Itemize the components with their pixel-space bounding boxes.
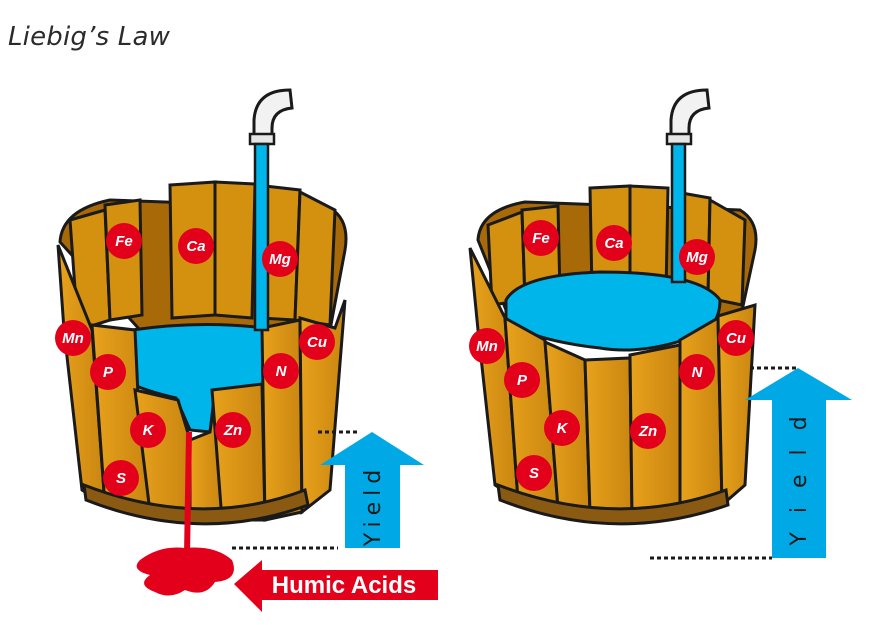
nutrient-label: Zn [223, 422, 242, 439]
nutrient-label: Mg [686, 249, 708, 266]
nutrient-label: N [692, 364, 704, 381]
nutrient-p-badge: P [90, 354, 126, 390]
nutrient-mn-badge: Mn [55, 320, 91, 356]
nutrient-label: S [116, 470, 126, 487]
humic-arrow-shape [234, 560, 438, 612]
right-nutrients: Fe Ca Mg Mn Cu P N K Zn S [469, 220, 754, 491]
nutrient-ca-badge: Ca [178, 228, 214, 264]
nutrient-fe-badge: Fe [106, 223, 142, 259]
right-yield-arrow-shape [745, 368, 852, 558]
nutrient-k-badge: K [130, 412, 166, 448]
humic-acids-arrow: Humic Acids [234, 560, 438, 612]
nutrient-cu-badge: Cu [299, 324, 335, 360]
right-pipe-nozzle [665, 132, 693, 146]
nutrient-zn-badge: Zn [630, 413, 666, 449]
nutrient-n-badge: N [679, 354, 715, 390]
nutrient-label: Ca [604, 235, 623, 252]
nutrient-mn-badge: Mn [469, 328, 505, 364]
page-title: Liebig’s Law [8, 22, 171, 52]
nutrient-mg-badge: Mg [679, 239, 715, 275]
right-barrel-hoop [496, 482, 730, 526]
nutrient-ca-badge: Ca [596, 225, 632, 261]
right-yield-label: Y i e l d [787, 410, 812, 546]
nutrient-mg-badge: Mg [262, 241, 298, 277]
nutrient-label: S [529, 465, 539, 482]
left-barrel-hoop [82, 482, 310, 526]
right-yield-arrow: Y i e l d [650, 366, 852, 560]
left-leak-puddle [136, 547, 234, 596]
nutrient-label: P [517, 372, 528, 389]
left-yield-arrow: Yield [232, 430, 424, 550]
left-yield-arrow-shape [320, 432, 424, 548]
left-water-stream [253, 142, 270, 332]
right-pipe [669, 88, 711, 144]
left-pipe-nozzle [248, 132, 276, 146]
left-leak-stream [184, 432, 192, 555]
nutrient-label: Fe [532, 230, 550, 247]
nutrient-label: Zn [638, 423, 657, 440]
nutrient-p-badge: P [504, 362, 540, 398]
left-yield-label: Yield [361, 464, 386, 547]
nutrient-label: Fe [115, 233, 133, 250]
nutrient-cu-badge: Cu [718, 320, 754, 356]
nutrient-label: Cu [307, 334, 327, 351]
nutrient-fe-badge: Fe [523, 220, 559, 256]
nutrient-label: Cu [726, 330, 746, 347]
nutrient-k-badge: K [544, 410, 580, 446]
nutrient-label: K [143, 422, 155, 439]
humic-label: Humic Acids [272, 572, 416, 599]
nutrient-label: Mn [476, 338, 498, 355]
nutrient-s-badge: S [103, 460, 139, 496]
nutrient-label: Mg [269, 251, 291, 268]
nutrient-label: P [103, 364, 114, 381]
nutrient-s-badge: S [516, 455, 552, 491]
nutrient-n-badge: N [263, 353, 299, 389]
left-nutrients: Fe Ca Mg Mn P Cu N K Zn S [55, 223, 335, 496]
right-barrel-front-staves [468, 247, 757, 517]
nutrient-label: N [276, 363, 288, 380]
right-barrel [468, 88, 758, 526]
nutrient-label: Ca [186, 238, 205, 255]
nutrient-zn-badge: Zn [215, 412, 251, 448]
nutrient-label: K [557, 420, 569, 437]
left-pipe [252, 88, 294, 144]
nutrient-label: Mn [62, 330, 84, 347]
